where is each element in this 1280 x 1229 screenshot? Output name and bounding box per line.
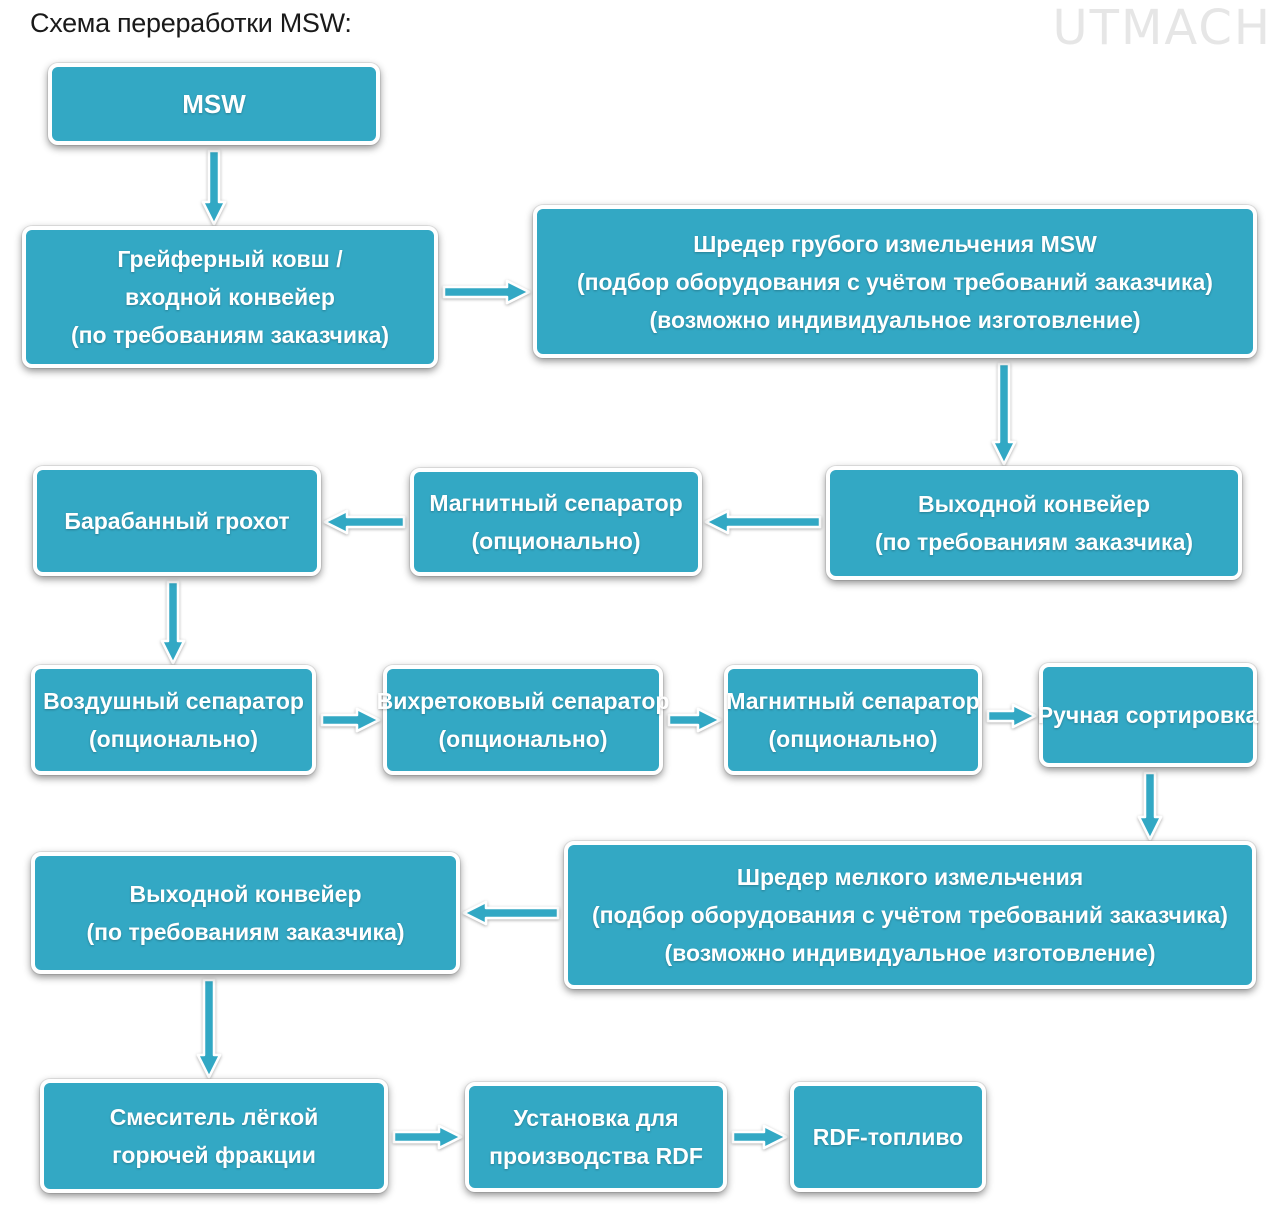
node-magnetic-separator-1: Магнитный сепаратор (опционально) <box>410 468 702 576</box>
diagram-title: Схема переработки MSW: <box>30 8 352 38</box>
node-output-conveyor-1: Выходной конвейер (по требованиям заказчи… <box>826 466 1242 580</box>
node-label-line: Ручная сортировка <box>1037 702 1259 728</box>
node-label-line: Барабанный грохот <box>64 508 290 534</box>
node-fine-shredder: Шредер мелкого измельчения (подбор оборуд… <box>564 841 1256 989</box>
node-label-line: Выходной конвейер <box>129 881 362 907</box>
node-label-line: (опционально) <box>89 726 258 752</box>
node-label-line: Установка для <box>513 1105 679 1131</box>
flow-arrow-msw-to-grab <box>201 149 227 226</box>
node-label-line: (опционально) <box>438 726 608 752</box>
node-rdf-plant: Установка для производства RDF <box>465 1082 727 1192</box>
node-label-line: (опционально) <box>768 726 938 752</box>
node-label-line: Грейферный ковш / <box>117 246 343 272</box>
node-label-line: Вихретоковый сепаратор <box>376 688 670 714</box>
node-label-line: (возможно индивидуальное изготовление) <box>664 940 1156 966</box>
node-label-line: MSW <box>182 89 246 119</box>
node-mixer: Смеситель лёгкой горючей фракции <box>40 1079 388 1193</box>
node-label-line: горючей фракции <box>112 1142 316 1168</box>
flow-arrow-air_separator-to-eddy_separator <box>320 707 381 733</box>
node-label-line: (возможно индивидуальное изготовление) <box>649 306 1141 333</box>
node-label-line: (по требованиям заказчика) <box>70 322 390 348</box>
node-eddy-current-separator: Вихретоковый сепаратор (опционально) <box>377 665 669 775</box>
node-grab-conveyor: Грейферный ковш / входной конвейер (по тре… <box>22 226 438 368</box>
flow-arrow-rdf_plant-to-rdf_fuel <box>731 1124 788 1150</box>
node-rdf-fuel: RDF-топливо <box>790 1082 986 1192</box>
node-label-line: входной конвейер <box>125 284 335 310</box>
flow-arrow-drum_screen-to-air_separator <box>160 580 186 665</box>
flow-arrow-grab-to-coarse_shredder <box>442 279 531 305</box>
node-label-line: Смеситель лёгкой <box>109 1104 319 1130</box>
node-label-line: (по требованиям заказчика) <box>86 919 405 945</box>
node-label-line: (опционально) <box>471 528 641 554</box>
node-output-conveyor-2: Выходной конвейер (по требованиям заказчи… <box>31 852 460 974</box>
flow-arrow-mixer-to-rdf_plant <box>392 1124 463 1150</box>
node-label-line: Магнитный сепаратор <box>726 688 980 714</box>
node-drum-screen: Барабанный грохот <box>33 466 321 576</box>
flow-arrow-manual_sorting-to-fine_shredder <box>1137 771 1163 841</box>
flow-arrow-magnetic_1-to-drum_screen <box>323 509 406 535</box>
node-label-line: (по требованиям заказчика) <box>874 529 1194 555</box>
node-label-line: Шредер мелкого измельчения <box>736 864 1084 890</box>
node-msw: MSW <box>48 63 380 145</box>
flow-arrow-out_conveyor_1-to-magnetic_1 <box>704 509 822 535</box>
node-label-line: Шредер грубого измельчения MSW <box>693 230 1097 257</box>
flow-arrow-coarse_shredder-to-out_conveyor_1 <box>991 362 1017 466</box>
node-coarse-shredder: Шредер грубого измельчения MSW (подбор об… <box>533 205 1257 358</box>
node-magnetic-separator-2: Магнитный сепаратор (опционально) <box>724 665 982 775</box>
flow-arrow-fine_shredder-to-out_conveyor_2 <box>462 900 560 926</box>
watermark: UTMACH <box>1052 0 1272 56</box>
node-label-line: (подбор оборудования с учётом требований… <box>577 268 1213 295</box>
flow-arrow-out_conveyor_2-to-mixer <box>196 978 222 1079</box>
flow-arrow-magnetic_2-to-manual_sorting <box>986 703 1037 729</box>
flow-arrow-eddy_separator-to-magnetic_2 <box>667 707 722 733</box>
node-label-line: Выходной конвейер <box>917 491 1151 517</box>
node-label-line: Воздушный сепаратор <box>43 688 304 714</box>
node-label-line: RDF-топливо <box>812 1124 964 1150</box>
node-manual-sorting: Ручная сортировка <box>1037 663 1259 767</box>
node-air-separator: Воздушный сепаратор (опционально) <box>31 665 316 775</box>
node-label-line: (подбор оборудования с учётом требований… <box>592 902 1228 928</box>
node-label-line: Магнитный сепаратор <box>429 490 683 516</box>
node-label-line: производства RDF <box>489 1143 703 1169</box>
